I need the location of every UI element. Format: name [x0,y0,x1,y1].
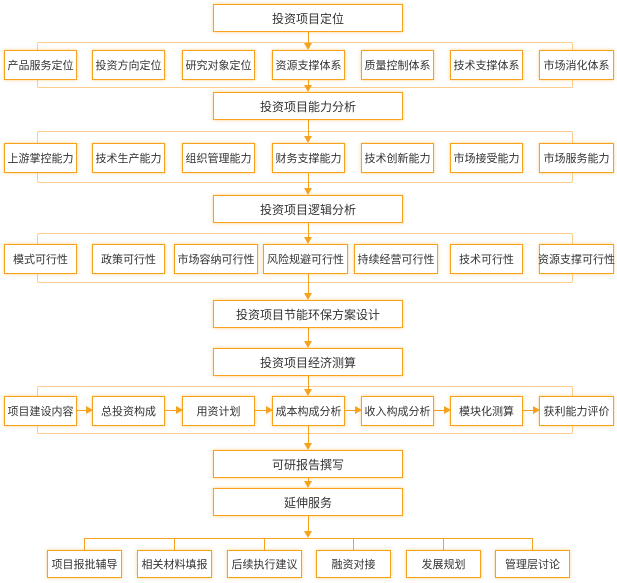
connector-line [84,538,533,539]
connector-line [443,538,444,550]
connector-line [308,173,309,189]
arrow-down-icon [304,443,312,450]
flow-node: 发展规划 [406,550,481,578]
arrow-right-icon [165,406,183,414]
flow-node: 收入构成分析 [361,396,434,426]
connector-line [308,424,309,444]
flow-node: 组织管理能力 [182,143,255,173]
flow-node: 政策可行性 [92,244,165,274]
flow-node: 资源支撑体系 [272,50,345,80]
flow-node: 模式可行性 [4,244,77,274]
connector-line [264,538,265,550]
arrow-down-icon [304,531,312,538]
connector-line [353,538,354,550]
flow-node: 上游掌控能力 [4,143,77,173]
flow-node: 风险规避可行性 [263,244,348,274]
arrow-down-icon [304,389,312,396]
flow-node: 市场服务能力 [539,143,614,173]
flow-node: 研究对象定位 [182,50,255,80]
connector-line [308,120,309,137]
node-capability-analysis: 投资项目能力分析 [213,92,403,120]
arrow-down-icon [304,237,312,244]
flow-node: 持续经营可行性 [354,244,438,274]
connector-line [308,328,309,342]
flow-node: 技术生产能力 [92,143,165,173]
flow-node: 市场容纳可行性 [174,244,258,274]
arrow-right-icon [77,406,93,414]
flow-node: 产品服务定位 [4,50,77,80]
flow-node: 技术支撑体系 [450,50,523,80]
arrow-right-icon [434,406,451,414]
connector-line [308,376,309,390]
flow-node: 获利能力评价 [539,396,614,426]
flow-node: 融资对接 [316,550,391,578]
arrow-right-icon [523,406,540,414]
flow-node: 资源支撑可行性 [538,244,615,274]
flow-node: 投资方向定位 [92,50,165,80]
node-report-writing: 可研报告撰写 [213,450,403,478]
flow-node: 相关材料填报 [137,550,212,578]
flow-node: 质量控制体系 [361,50,434,80]
flow-node: 模块化测算 [450,396,523,426]
flow-node: 项目报批辅导 [47,550,122,578]
flow-node: 财务支撑能力 [272,143,345,173]
node-green-design: 投资项目节能环保方案设计 [213,300,403,328]
node-extended-services: 延伸服务 [213,488,403,516]
flow-node: 成本构成分析 [272,396,345,426]
connector-line [308,274,309,294]
flow-node: 技术创新能力 [361,143,434,173]
flow-node: 管理层讨论 [495,550,570,578]
flow-node: 市场接受能力 [450,143,523,173]
node-economic-calculation: 投资项目经济测算 [213,348,403,376]
flow-node: 后续执行建议 [227,550,302,578]
connector-line [84,538,85,550]
connector-line [308,80,309,86]
arrow-down-icon [304,136,312,143]
arrow-down-icon [304,293,312,300]
flow-node: 市场消化体系 [539,50,614,80]
arrow-down-icon [304,43,312,50]
node-logic-analysis: 投资项目逻辑分析 [213,195,403,223]
flow-node: 技术可行性 [450,244,523,274]
node-project-positioning: 投资项目定位 [213,4,403,32]
arrow-right-icon [345,406,362,414]
connector-line [308,516,309,532]
connector-line [174,538,175,550]
arrow-down-icon [304,188,312,195]
connector-line [308,223,309,238]
connector-line [308,32,309,44]
flow-node: 用资计划 [182,396,255,426]
flow-node: 总投资构成 [92,396,165,426]
arrow-down-icon [304,481,312,488]
arrow-down-icon [304,85,312,92]
connector-line [532,538,533,550]
flow-node: 项目建设内容 [4,396,77,426]
arrow-down-icon [304,341,312,348]
connector-line [308,478,309,482]
arrow-right-icon [255,406,273,414]
